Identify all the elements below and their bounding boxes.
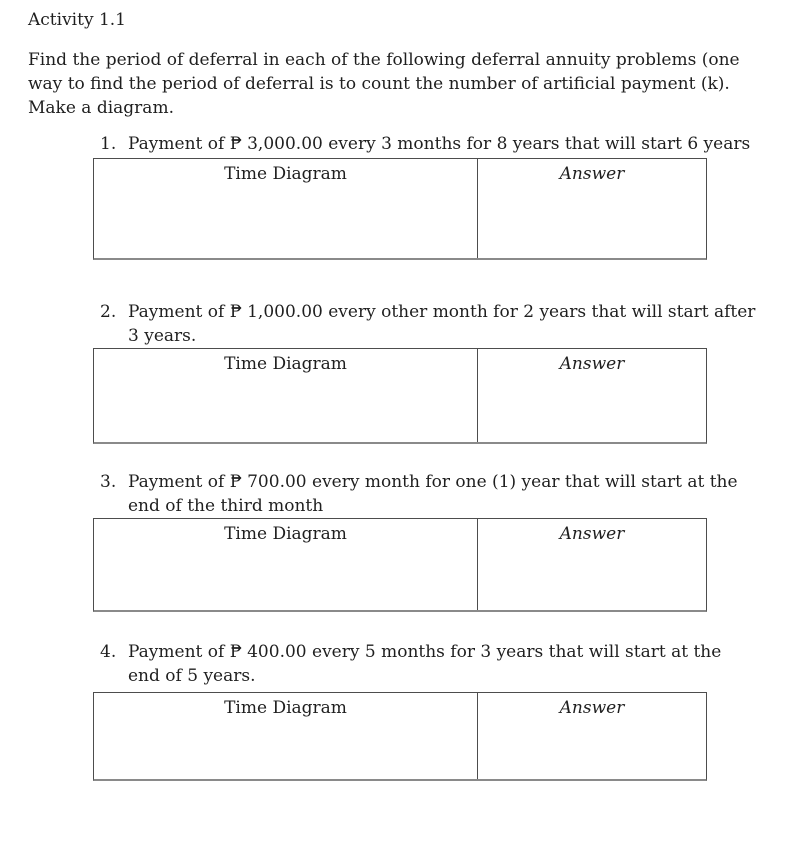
- time-diagram-header: Time Diagram: [224, 698, 347, 718]
- problem-1-table: Time Diagram Answer: [93, 158, 707, 260]
- page-title: Activity 1.1: [28, 10, 126, 30]
- time-diagram-header: Time Diagram: [224, 524, 347, 544]
- problem-3-table: Time Diagram Answer: [93, 518, 707, 612]
- time-diagram-header: Time Diagram: [224, 354, 347, 374]
- problem-4-answer-cell: Answer: [478, 693, 706, 779]
- problem-1-number: 1.: [100, 134, 117, 154]
- problem-4-text: Payment of ₱ 400.00 every 5 months for 3…: [128, 642, 722, 686]
- problem-2-answer-cell: Answer: [478, 349, 706, 442]
- problem-3: 3. Payment of ₱ 700.00 every month for o…: [28, 470, 768, 518]
- problem-2-time-diagram-cell: Time Diagram: [94, 349, 478, 442]
- problem-4-number: 4.: [100, 642, 117, 662]
- problem-1-text: Payment of ₱ 3,000.00 every 3 months for…: [128, 134, 751, 154]
- problem-1: 1. Payment of ₱ 3,000.00 every 3 months …: [28, 132, 768, 156]
- problem-2-text: Payment of ₱ 1,000.00 every other month …: [128, 302, 756, 346]
- problem-4-time-diagram-cell: Time Diagram: [94, 693, 478, 779]
- problem-2-number: 2.: [100, 302, 117, 322]
- problem-1-answer-cell: Answer: [478, 159, 706, 258]
- problem-1-time-diagram-cell: Time Diagram: [94, 159, 478, 258]
- problem-4-table: Time Diagram Answer: [93, 692, 707, 781]
- problem-3-text: Payment of ₱ 700.00 every month for one …: [128, 472, 738, 516]
- answer-header: Answer: [559, 354, 625, 374]
- answer-header: Answer: [559, 164, 625, 184]
- answer-header: Answer: [559, 698, 625, 718]
- answer-header: Answer: [559, 524, 625, 544]
- time-diagram-header: Time Diagram: [224, 164, 347, 184]
- problem-2-table: Time Diagram Answer: [93, 348, 707, 444]
- intro-paragraph: Find the period of deferral in each of t…: [28, 50, 740, 118]
- problem-3-time-diagram-cell: Time Diagram: [94, 519, 478, 610]
- problem-2: 2. Payment of ₱ 1,000.00 every other mon…: [28, 300, 768, 348]
- problem-3-answer-cell: Answer: [478, 519, 706, 610]
- worksheet-page: Activity 1.1 Find the period of deferral…: [28, 10, 768, 781]
- problem-4: 4. Payment of ₱ 400.00 every 5 months fo…: [28, 640, 768, 688]
- problem-3-number: 3.: [100, 472, 117, 492]
